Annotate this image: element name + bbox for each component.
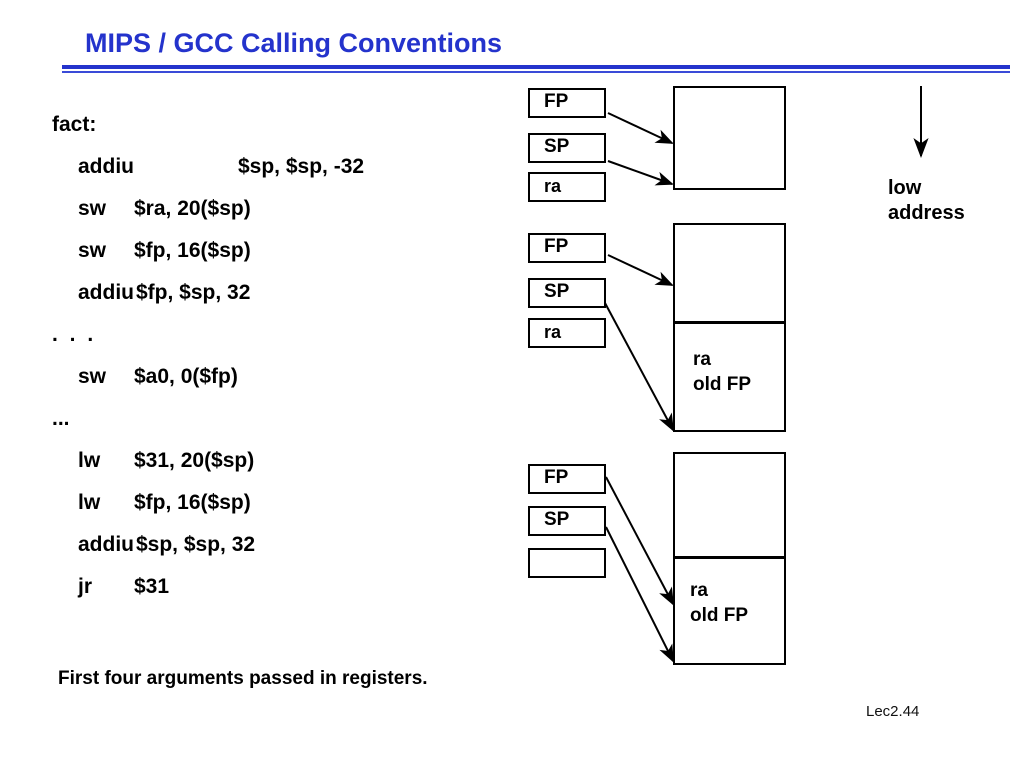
code-operands: $31, 20($sp) [134,449,255,472]
register-label: FP [544,467,569,488]
code-ellipsis: . . . [52,323,97,346]
code-mnemonic: jr [78,575,93,598]
arrow-sp-to-frame-1 [607,160,674,186]
code-operands: $ra, 20($sp) [134,197,251,220]
slide-number: Lec2.44 [866,703,920,720]
arrow-sp-to-frame-2 [604,302,674,432]
stack-cell-label: ra old FP [690,580,749,626]
code-ellipsis: ... [52,407,70,430]
title-underline-thick [62,65,1010,69]
register-label: ra [544,176,562,196]
register-label: ra [544,322,562,342]
code-mnemonic: addiu [78,155,134,178]
stack-cell-divider [673,556,786,559]
register-label: SP [544,509,570,530]
code-operands: $sp, $sp, 32 [136,533,256,556]
register-box-fp: FP [528,233,606,263]
register-box-ra: ra [528,172,606,202]
code-mnemonic: sw [78,197,107,220]
code-operands: $a0, 0($fp) [134,365,238,388]
register-box-sp: SP [528,278,606,308]
code-line: lw $fp, 16($sp) [52,482,522,524]
code-operands: $31 [134,575,170,598]
register-label: FP [544,91,569,112]
register-label: FP [544,236,569,257]
code-mnemonic: lw [78,449,101,472]
code-mnemonic: sw [78,365,107,388]
code-operands: $sp, $sp, -32 [238,155,365,178]
footnote-text: First four arguments passed in registers… [58,668,428,689]
assembly-code-listing: fact: addiu$sp, $sp, -32 sw$ra, 20($sp) … [52,104,522,608]
code-mnemonic: addiu [78,281,134,304]
code-operands: $fp, $sp, 32 [136,281,251,304]
stack-frame-box [673,223,786,432]
register-label: SP [544,281,570,302]
stack-cell-label: ra old FP [693,349,752,395]
code-line: jr $31 [52,566,522,608]
code-line: sw $fp, 16($sp) [52,230,522,272]
code-line: sw $a0, 0($fp) [52,356,522,398]
register-box-sp: SP [528,133,606,163]
stack-frame-box [673,86,786,190]
arrow-fp-to-frame-1 [607,112,674,144]
code-operands: $fp, 16($sp) [134,491,251,514]
code-mnemonic: addiu [78,533,134,556]
code-line: addiu$sp, $sp, 32 [52,524,522,566]
code-mnemonic: lw [78,491,101,514]
code-mnemonic: fact: [52,113,97,136]
arrow-fp-to-frame-2 [607,254,674,286]
code-line: fact: [52,104,522,146]
register-box-sp: SP [528,506,606,536]
code-line: addiu$fp, $sp, 32 [52,272,522,314]
arrow-fp-to-frame-3 [605,476,674,606]
register-label: SP [544,136,570,157]
register-box-fp: FP [528,88,606,118]
page-title: MIPS / GCC Calling Conventions [85,28,503,58]
code-mnemonic: sw [78,239,107,262]
title-underline-thin [62,71,1010,73]
code-operands: $fp, 16($sp) [134,239,251,262]
register-box-ra: ra [528,318,606,348]
register-box-empty [528,548,606,578]
code-line: addiu $sp, $sp, -32 [52,146,522,188]
code-line: sw $ra, 20($sp) [52,188,522,230]
register-box-fp: FP [528,464,606,494]
low-address-label: low address [888,177,965,224]
code-line: lw $31, 20($sp) [52,440,522,482]
arrow-sp-to-frame-3 [605,526,674,663]
stack-cell-divider [673,321,786,324]
